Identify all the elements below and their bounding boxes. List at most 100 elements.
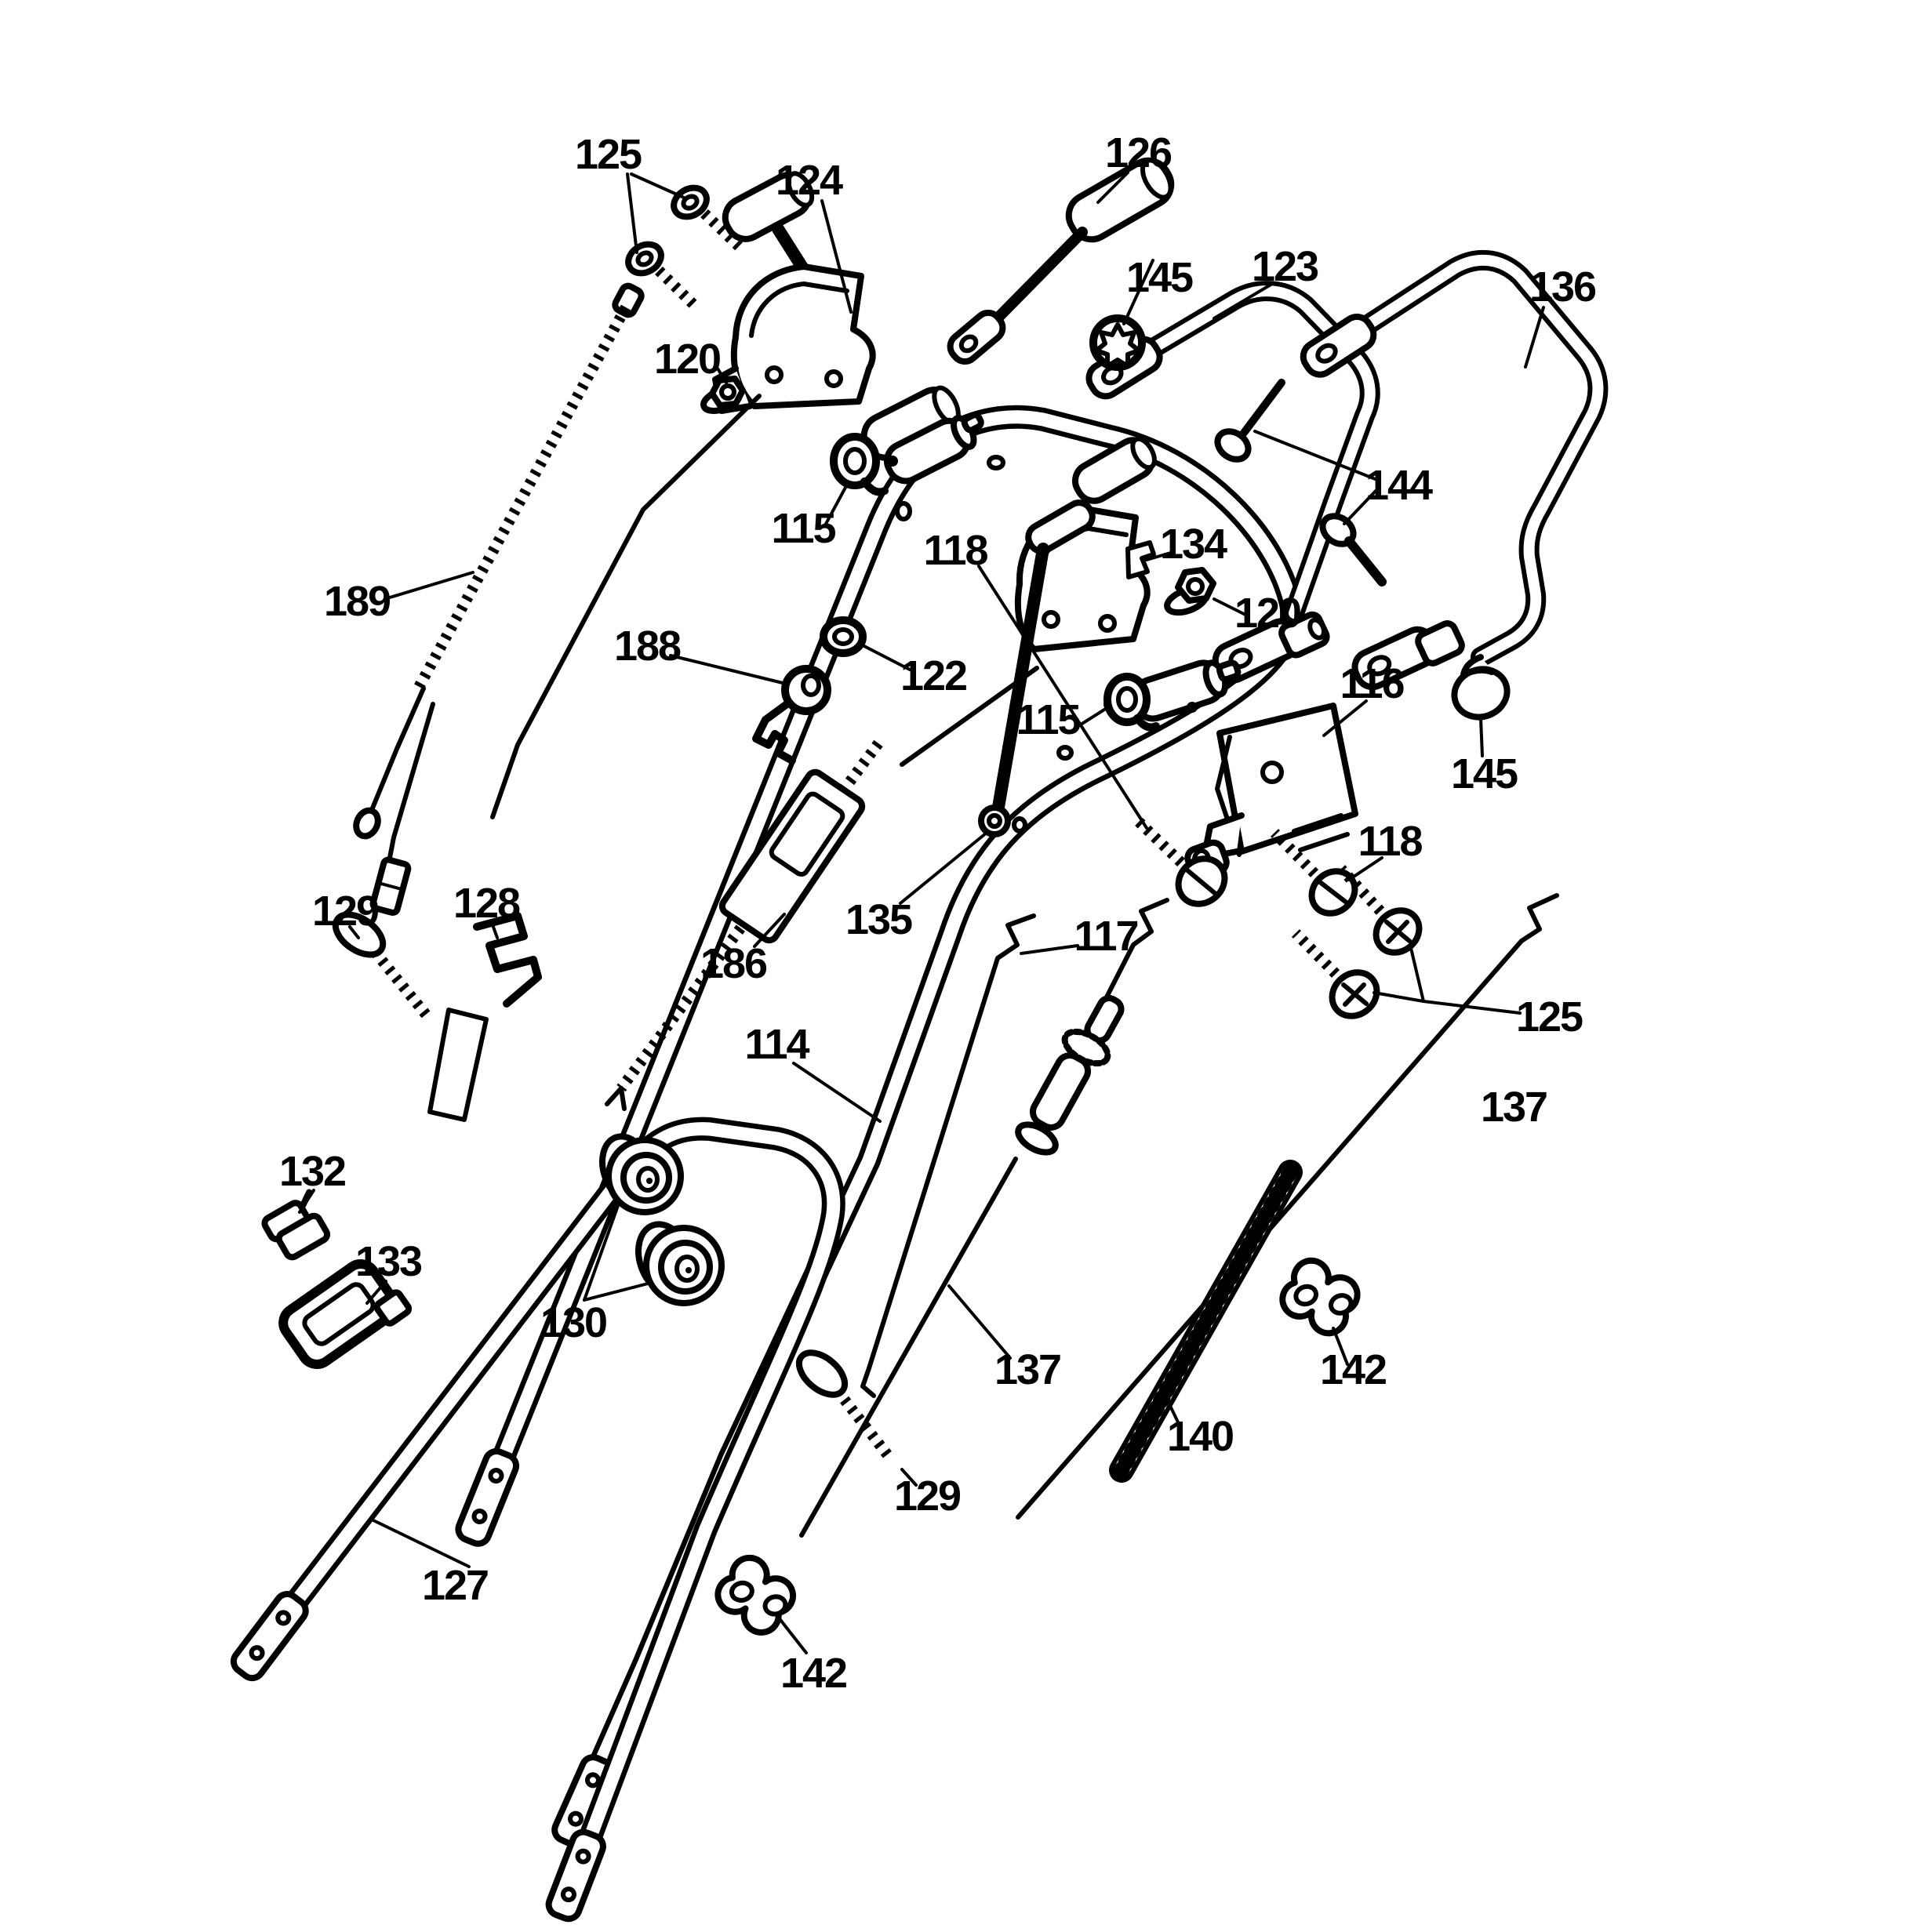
part-label-124: 124 [776, 157, 843, 204]
handle-knobs-130 [599, 1133, 725, 1306]
leader-142a [1332, 1327, 1349, 1366]
module-186 [605, 739, 883, 1111]
wire-clip-128 [427, 912, 542, 1122]
leader-128 [489, 919, 499, 939]
brake-cable-117 [860, 913, 1036, 1398]
part-label-125-right: 125 [1516, 993, 1583, 1040]
leader-125a-1 [630, 172, 685, 199]
leader-115b [1079, 704, 1112, 726]
leader-188 [669, 654, 787, 685]
leader-189 [388, 571, 474, 599]
part-label-123: 123 [1252, 243, 1318, 290]
leader-127 [370, 1518, 471, 1568]
part-label-144: 144 [1365, 462, 1433, 509]
leader-144-2 [1343, 488, 1379, 525]
leader-129a [348, 925, 360, 939]
part-label-118-right: 118 [1358, 818, 1422, 865]
leader-133 [365, 1280, 387, 1305]
leader-118a [977, 565, 1148, 830]
leader-134 [1145, 550, 1175, 561]
clamp-142-right [1279, 1257, 1361, 1337]
spiral-wrap-140 [1109, 1160, 1303, 1483]
leader-145a [1122, 259, 1154, 325]
leader-115a [824, 483, 849, 527]
leader-124 [820, 199, 853, 314]
cable-137-right [1016, 893, 1559, 1520]
clutch-cable-137-mid [799, 898, 1169, 1538]
leader-118b [1347, 856, 1383, 881]
part-label-130: 130 [540, 1299, 606, 1346]
part-label-145-upper: 145 [1126, 254, 1193, 301]
screw-129-bottom [795, 1349, 893, 1459]
part-labels: 125 124 126 145 123 136 120 115 118 134 … [279, 129, 1598, 1697]
part-label-117: 117 [1074, 913, 1137, 960]
leader-140 [1158, 1382, 1182, 1429]
part-label-189: 189 [324, 578, 391, 625]
leader-144-1 [1253, 430, 1379, 481]
part-label-120-right: 120 [1234, 590, 1300, 637]
leader-117 [1020, 944, 1079, 955]
nut-120-upper [700, 376, 746, 414]
part-label-116: 116 [1340, 660, 1404, 707]
leader-130-2 [583, 1281, 653, 1302]
nut-120-right [1164, 567, 1216, 616]
upper-handle-left-end [455, 1447, 520, 1547]
part-label-128: 128 [453, 880, 520, 927]
part-label-115-upper: 115 [771, 505, 835, 552]
leader-136 [1524, 306, 1545, 369]
part-label-133: 133 [355, 1238, 422, 1285]
part-label-126: 126 [1105, 129, 1172, 176]
grip-bolt-126 [947, 157, 1175, 365]
part-label-122: 122 [900, 652, 966, 699]
part-label-132: 132 [279, 1148, 345, 1195]
leader-130-1 [583, 1200, 621, 1302]
cable-adjuster [1015, 995, 1125, 1156]
throttle-control-124 [712, 171, 876, 414]
star-washer-145-upper [1089, 314, 1146, 371]
leader-122 [860, 643, 911, 671]
throttle-cable-189 [353, 282, 645, 916]
leader-123 [1213, 282, 1274, 320]
part-label-142-bottom: 142 [780, 1650, 846, 1697]
part-label-186: 186 [700, 940, 767, 987]
leader-125a-2 [626, 172, 638, 254]
leader-125b-2 [1373, 991, 1425, 1003]
part-label-188: 188 [614, 623, 681, 670]
part-label-129-left: 129 [312, 888, 379, 935]
screw-129-left [332, 911, 431, 1019]
leader-114 [792, 1062, 882, 1123]
leader-120b [1213, 597, 1247, 616]
part-label-120-upper: 120 [654, 336, 720, 383]
part-label-142-right: 142 [1320, 1346, 1386, 1393]
cap-145-right [1451, 666, 1511, 721]
bail-136-tab [1300, 313, 1377, 378]
leader-186 [753, 913, 786, 948]
lower-handle-127 [230, 1129, 833, 1923]
part-label-115-lower: 115 [1016, 696, 1080, 743]
leader-132 [298, 1189, 315, 1214]
part-label-129-bottom: 129 [894, 1473, 961, 1520]
cable-from-throttle-124 [490, 394, 762, 819]
part-label-134: 134 [1160, 521, 1227, 568]
leader-126 [1096, 171, 1129, 204]
part-label-118-mid: 118 [923, 527, 987, 574]
grommet-133 [278, 1259, 413, 1369]
leader-145b [1479, 717, 1484, 757]
clip-134 [1125, 540, 1156, 579]
part-label-145-right: 145 [1451, 750, 1518, 797]
leader-lines [298, 171, 1545, 1654]
leader-135 [899, 831, 988, 905]
part-label-114: 114 [744, 1021, 809, 1068]
cable-tie-115-lower [1103, 659, 1242, 732]
part-label-140: 140 [1167, 1413, 1233, 1460]
screws-125-right [1292, 865, 1423, 1019]
screw-118-right [1271, 829, 1358, 917]
part-label-137-right: 137 [1481, 1084, 1547, 1131]
washer-122 [820, 616, 867, 657]
lower-handle-left-end [230, 1591, 309, 1682]
clamp-142-bottom [714, 1554, 796, 1636]
leader-137a [947, 1284, 1012, 1360]
leader-120a [716, 367, 728, 384]
switch-132 [261, 1189, 331, 1261]
part-label-125-upper: 125 [575, 131, 642, 178]
